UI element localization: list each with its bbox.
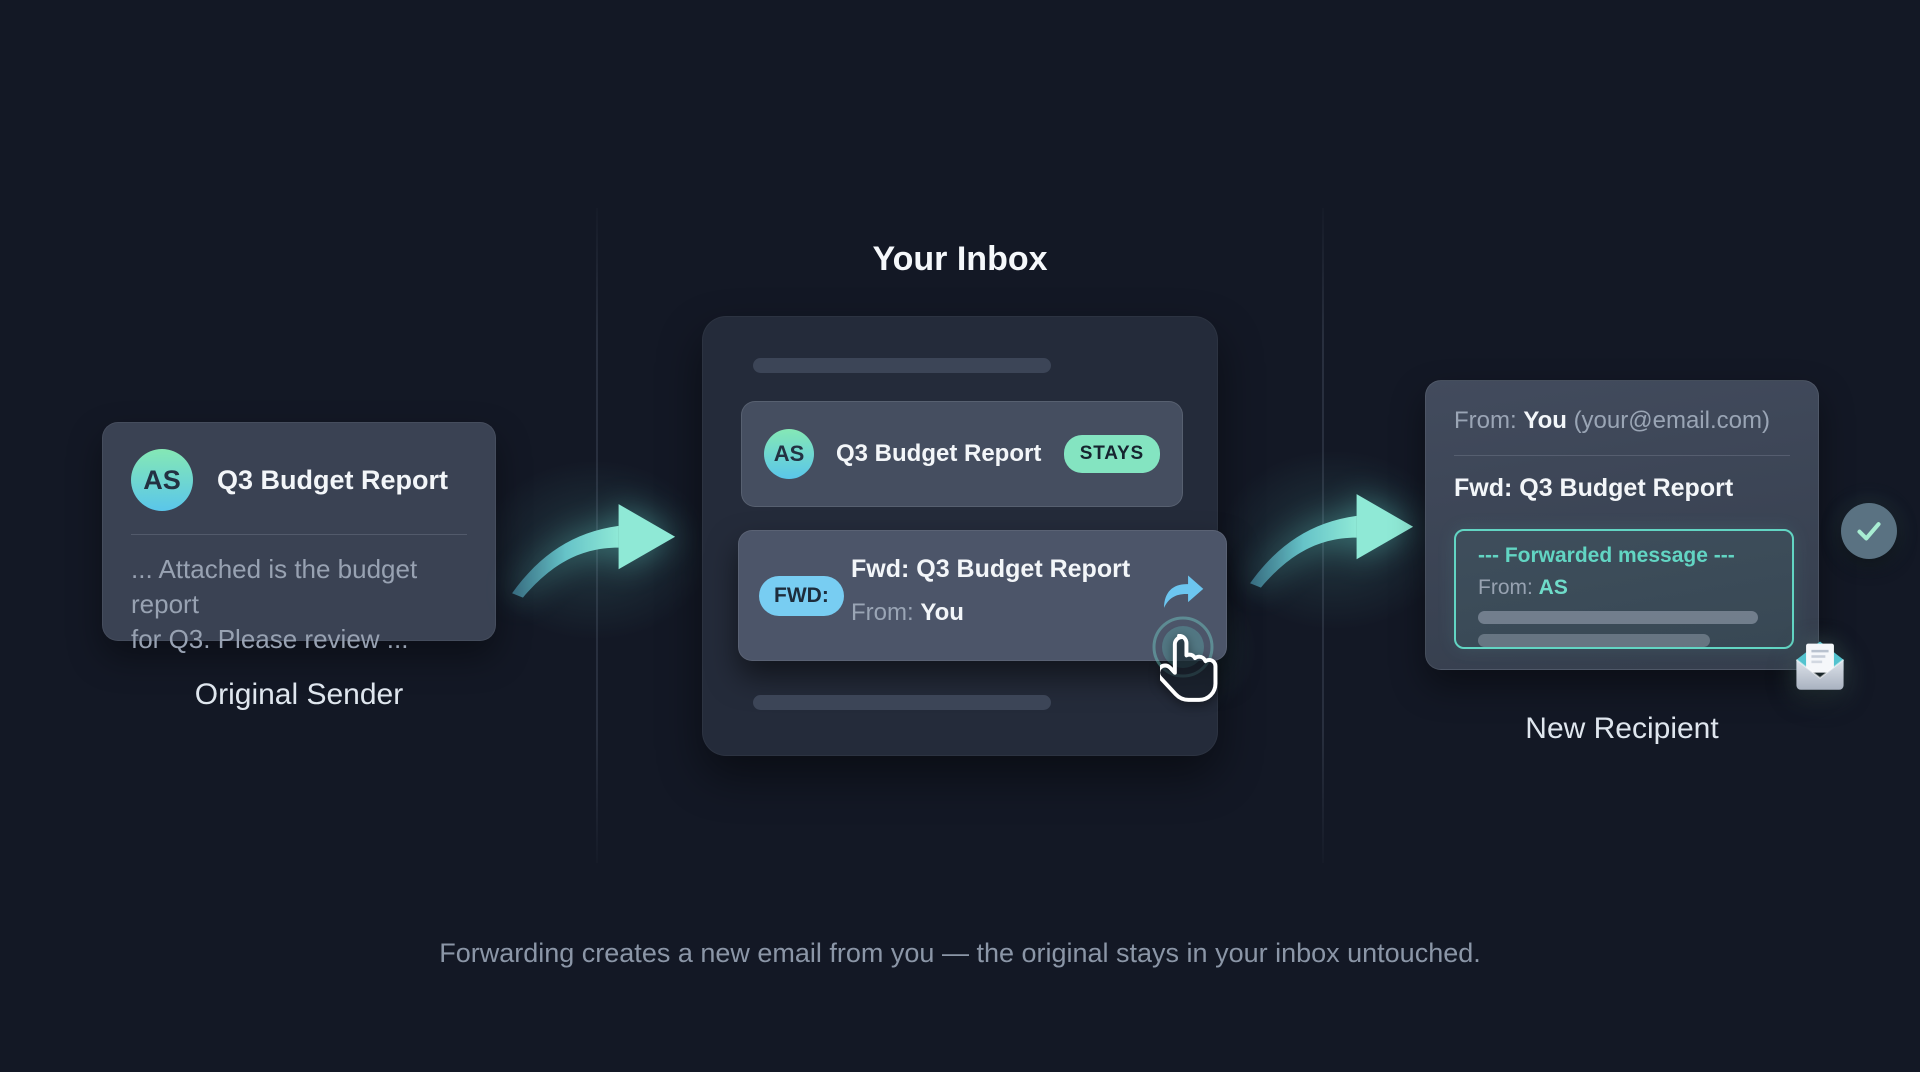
sender-avatar: AS xyxy=(131,449,193,511)
original-email-subject: Q3 Budget Report xyxy=(217,464,449,495)
preview-line-2: for Q3. Please review ... xyxy=(131,624,409,654)
recipient-from-line: From: You (your@email.com) xyxy=(1454,407,1790,435)
recipient-subject: Fwd: Q3 Budget Report xyxy=(1454,474,1734,502)
original-email-preview: ... Attached is the budget report for Q3… xyxy=(131,552,467,657)
from-value: You xyxy=(920,599,964,626)
diagram-caption: Forwarding creates a new email from you … xyxy=(439,938,1481,968)
success-check-badge xyxy=(1841,503,1897,559)
check-icon xyxy=(1857,522,1881,541)
hand-cursor-icon xyxy=(1160,634,1218,702)
from-email: (your@email.com) xyxy=(1573,407,1770,434)
row-avatar: AS xyxy=(764,429,814,479)
flow-arrow-right xyxy=(1250,494,1414,588)
flow-arrow-left xyxy=(512,504,676,598)
from-label: From: xyxy=(1454,407,1517,434)
forwarded-message-box: --- Forwarded message --- From: AS xyxy=(1454,529,1794,649)
original-sender-card: AS Q3 Budget Report ... Attached is the … xyxy=(102,422,496,654)
from-value: You xyxy=(1523,407,1567,434)
from-label: From: xyxy=(851,599,914,626)
from-value: AS xyxy=(1538,576,1568,599)
skeleton-bar xyxy=(1478,611,1758,624)
inbox-row-forwarded[interactable]: FWD: Fwd: Q3 Budget Report From: You xyxy=(738,530,1227,661)
share-icon[interactable] xyxy=(1160,573,1206,611)
row-from: From: You xyxy=(851,599,964,627)
new-recipient-label: New Recipient xyxy=(1525,712,1719,745)
card-divider xyxy=(1454,455,1790,456)
new-recipient-card: From: You (your@email.com) Fwd: Q3 Budge… xyxy=(1425,380,1819,670)
original-email-header: AS Q3 Budget Report xyxy=(131,449,467,511)
fwd-badge: FWD: xyxy=(759,576,844,616)
stays-badge: STAYS xyxy=(1063,435,1160,473)
forwarded-message-header: --- Forwarded message --- xyxy=(1478,544,1735,567)
row-subject: Fwd: Q3 Budget Report xyxy=(851,555,1131,583)
row-subject: Q3 Budget Report xyxy=(836,440,1042,467)
inbox-title: Your Inbox xyxy=(872,240,1048,278)
skeleton-bar xyxy=(1478,634,1710,647)
forwarded-from-line: From: AS xyxy=(1478,576,1568,600)
preview-line-1: ... Attached is the budget report xyxy=(131,554,418,619)
inbox-panel: AS Q3 Budget Report STAYS FWD: Fwd: Q3 B… xyxy=(702,316,1227,756)
envelope-icon xyxy=(1795,641,1845,690)
card-divider xyxy=(131,534,467,535)
skeleton-bar-bottom xyxy=(753,695,1051,710)
skeleton-bar-top xyxy=(753,358,1051,373)
inbox-row-original[interactable]: AS Q3 Budget Report STAYS xyxy=(741,401,1183,507)
from-label: From: xyxy=(1478,576,1533,599)
original-sender-label: Original Sender xyxy=(194,678,404,711)
